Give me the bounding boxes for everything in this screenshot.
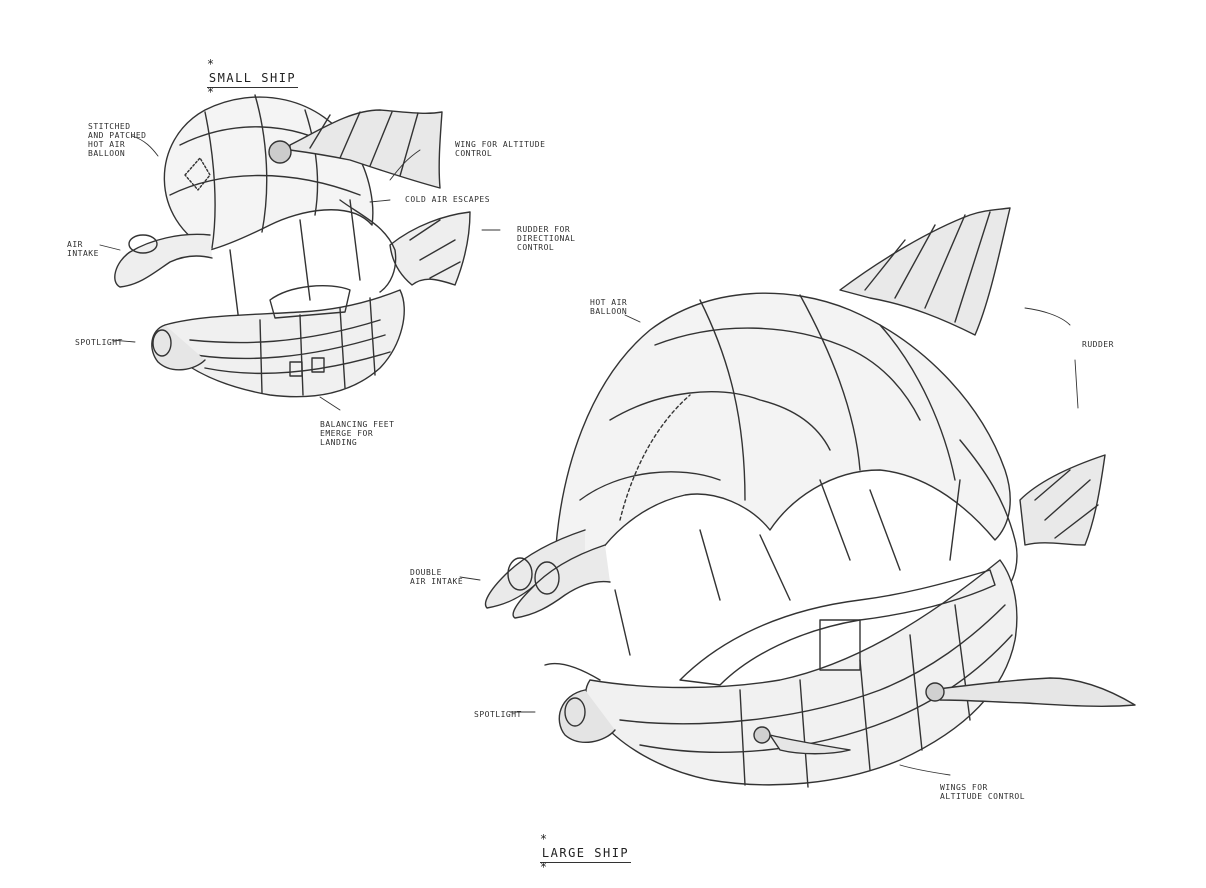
title-star-icon: *	[539, 860, 549, 874]
label-cold-air: COLD AIR ESCAPES	[405, 195, 491, 204]
small-ship-spotlight	[151, 324, 206, 371]
large-ship-title: LARGE SHIP	[539, 846, 632, 863]
small-ship-title-block: * SMALL SHIP *	[172, 43, 299, 113]
label-small-wing: WING FOR ALTITUDE CONTROL	[455, 140, 546, 158]
annotation-arrows	[99, 135, 1079, 776]
small-ship-illustration	[114, 94, 471, 398]
label-balancing-feet: BALANCING FEET EMERGE FOR LANDING	[320, 420, 395, 447]
large-ship-tail-fin	[1019, 454, 1106, 546]
large-ship-illustration	[484, 207, 1136, 788]
label-altitude-wings: WINGS FOR ALTITUDE CONTROL	[940, 783, 1026, 801]
label-double-air-intake: DOUBLE AIR INTAKE	[410, 568, 464, 586]
large-ship-balloon	[554, 292, 1011, 581]
title-star-icon: *	[206, 57, 216, 71]
title-star-icon: *	[206, 85, 216, 99]
small-ship-wing	[289, 109, 443, 189]
label-hot-air-balloon: HOT AIR BALLOON	[590, 298, 628, 316]
large-ship-wings	[929, 677, 1136, 707]
label-small-rudder: RUDDER FOR DIRECTIONAL CONTROL	[517, 225, 576, 252]
large-ship-spotlight	[558, 689, 616, 743]
large-ship-title-block: * LARGE SHIP *	[505, 818, 632, 888]
small-ship-air-intake	[114, 233, 213, 288]
small-ship-hull	[161, 289, 405, 398]
small-ship-title: SMALL SHIP	[206, 71, 299, 88]
large-ship-rudder	[839, 207, 1011, 336]
small-ship-rudder	[389, 211, 471, 286]
label-air-intake: AIR INTAKE	[67, 240, 99, 258]
label-small-spotlight: SPOTLIGHT	[75, 338, 123, 347]
label-stitched-balloon: STITCHED AND PATCHED HOT AIR BALLOON	[88, 122, 147, 158]
label-large-rudder: RUDDER	[1082, 340, 1114, 349]
label-large-spotlight: SPOTLIGHT	[474, 710, 522, 719]
title-star-icon: *	[539, 832, 549, 846]
